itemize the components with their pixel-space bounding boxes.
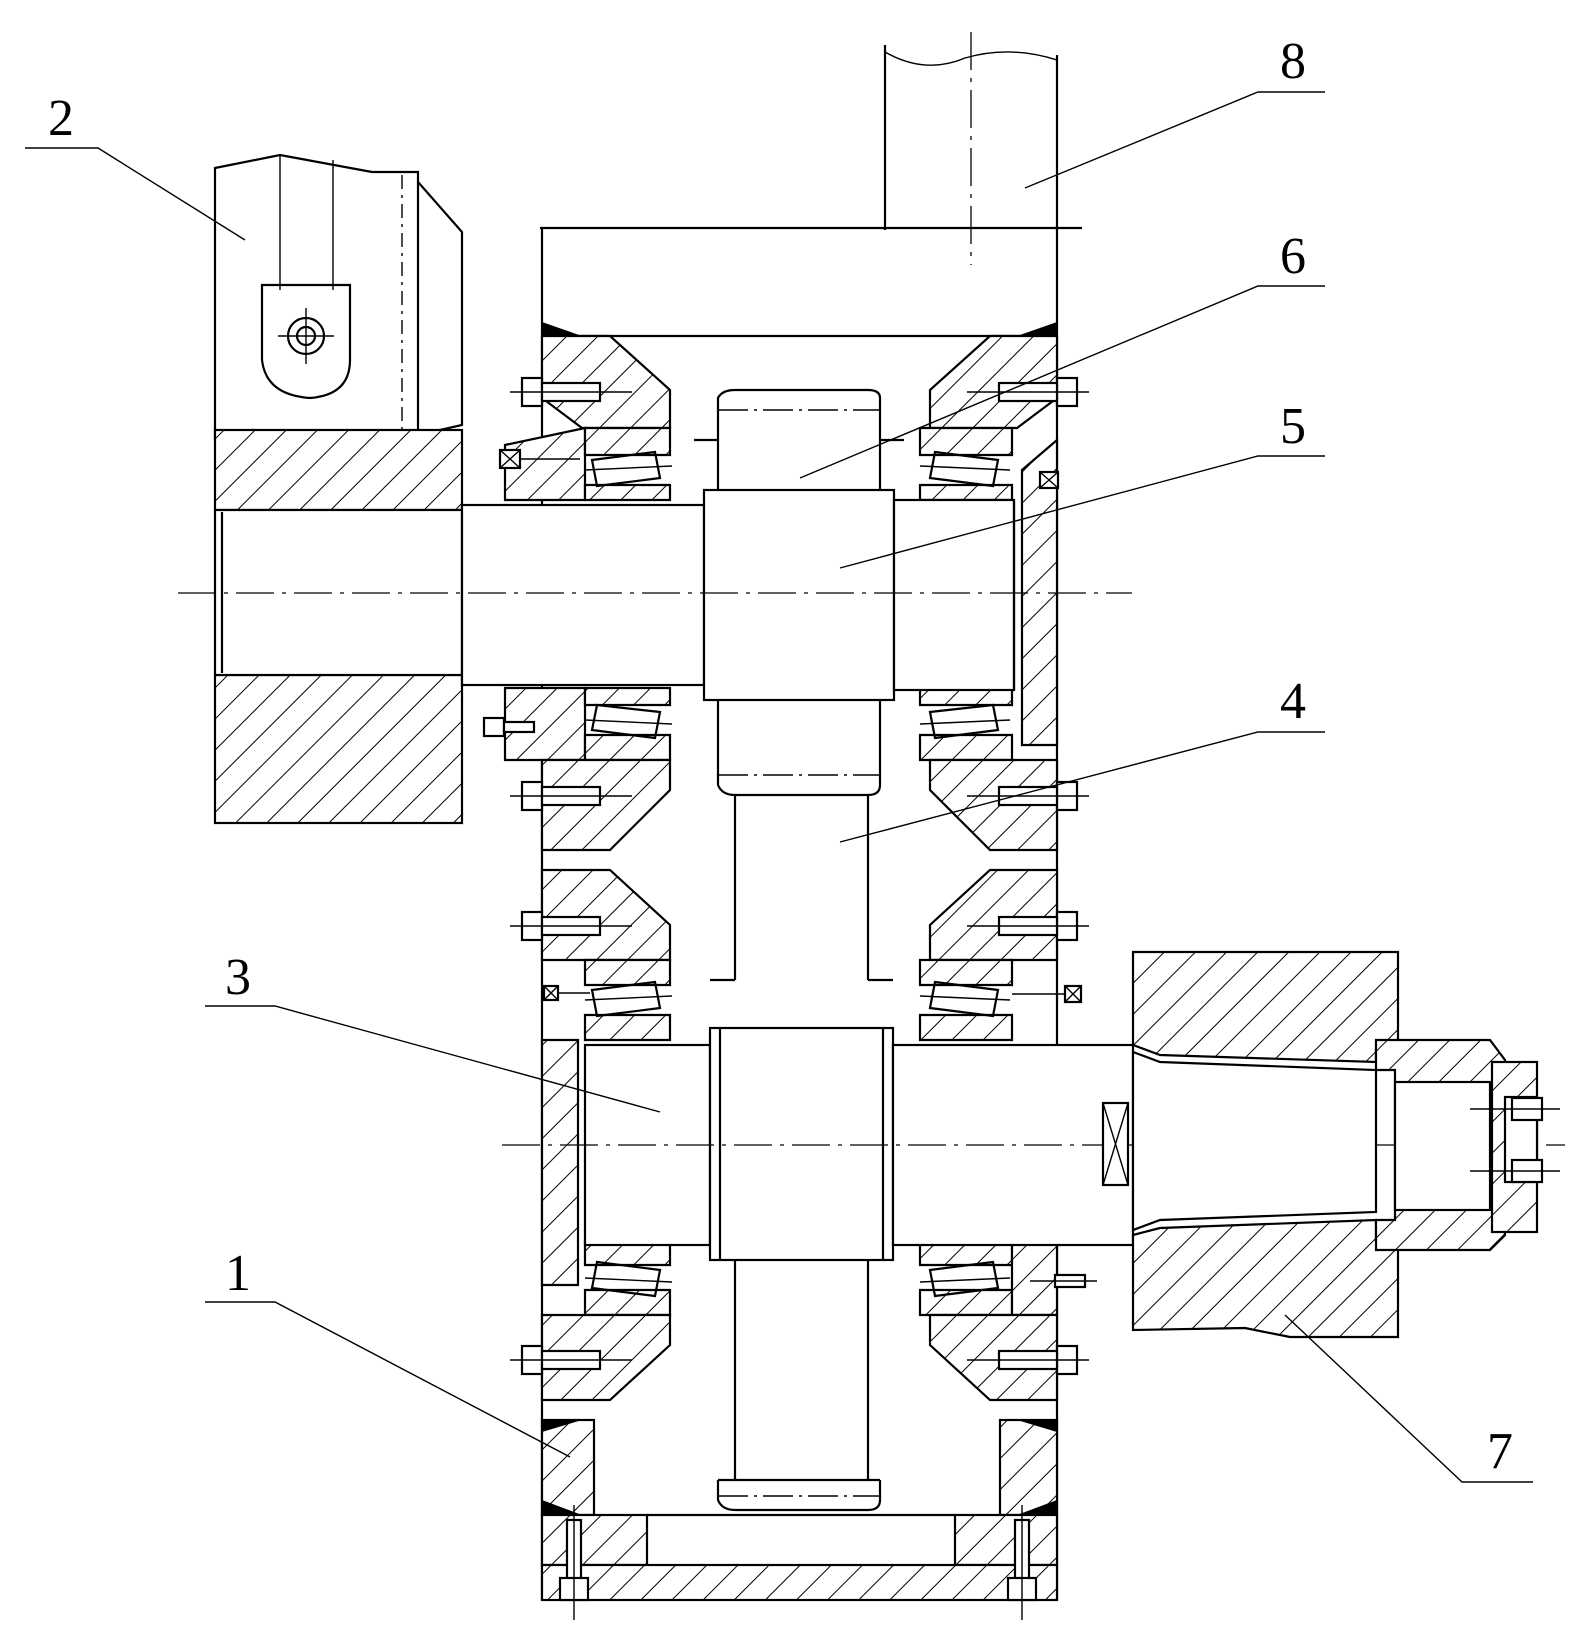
bolt-small-lower-right — [1012, 984, 1083, 1004]
part-4-intermediate-gear — [710, 700, 893, 982]
leader-7 — [1284, 1314, 1533, 1483]
bearing-upper-right-top — [919, 450, 1011, 488]
leader-6 — [799, 285, 1325, 479]
bolt-mid-left-1 — [510, 780, 632, 812]
bearing-upper-right-bottom — [919, 703, 1011, 740]
part-7-hub — [1131, 950, 1560, 1339]
bearing-lower-right-top — [919, 980, 1011, 1018]
leader-3 — [205, 1005, 661, 1113]
callout-8: 8 — [1280, 33, 1306, 90]
bolt-mid-right-2 — [967, 910, 1089, 942]
bolt-small-upper-left — [498, 448, 580, 470]
callout-2: 2 — [48, 90, 74, 147]
part-3-lower-shaft — [502, 1026, 1565, 1512]
callout-5: 5 — [1280, 398, 1306, 455]
callout-3: 3 — [225, 949, 251, 1006]
callout-6: 6 — [1280, 228, 1306, 285]
bolt-upper-left — [510, 376, 632, 408]
bolt-lower-left — [510, 1344, 632, 1376]
callout-1: 1 — [225, 1245, 251, 1302]
bearing-upper-left-top — [584, 450, 673, 488]
bolt-lower-right — [967, 1344, 1089, 1376]
leader-2 — [25, 147, 246, 241]
leader-4 — [839, 731, 1325, 843]
bearing-lower-left-top — [584, 980, 673, 1018]
bolts — [482, 376, 1097, 1620]
part-5-upper-shaft — [178, 488, 1132, 702]
leader-lines — [25, 91, 1533, 1483]
bearing-lower-right-bottom — [919, 1260, 1011, 1298]
callout-4: 4 — [1280, 673, 1306, 730]
part-2-block — [213, 153, 464, 825]
part-1-housing — [503, 228, 1059, 1602]
bolt-bottom-right — [1006, 1505, 1038, 1620]
part-8-column — [540, 32, 1082, 265]
bearing-upper-left-bottom — [584, 703, 673, 740]
bolt-small-left-shaft — [482, 716, 536, 738]
bolt-bottom-left — [558, 1505, 590, 1620]
bearing-lower-left-bottom — [584, 1260, 673, 1298]
leader-1 — [205, 1301, 571, 1458]
bolt-small-lower-left — [542, 984, 590, 1002]
part-6-upper-gear — [694, 388, 904, 490]
bolt-small-upper-right — [1038, 470, 1060, 490]
bolt-small-right-shaft — [1030, 1273, 1097, 1289]
leader-8 — [1024, 91, 1325, 189]
leader-5 — [839, 455, 1325, 569]
bolt-mid-left-2 — [510, 910, 632, 942]
callout-7: 7 — [1487, 1423, 1513, 1480]
bolt-upper-right — [967, 376, 1089, 408]
